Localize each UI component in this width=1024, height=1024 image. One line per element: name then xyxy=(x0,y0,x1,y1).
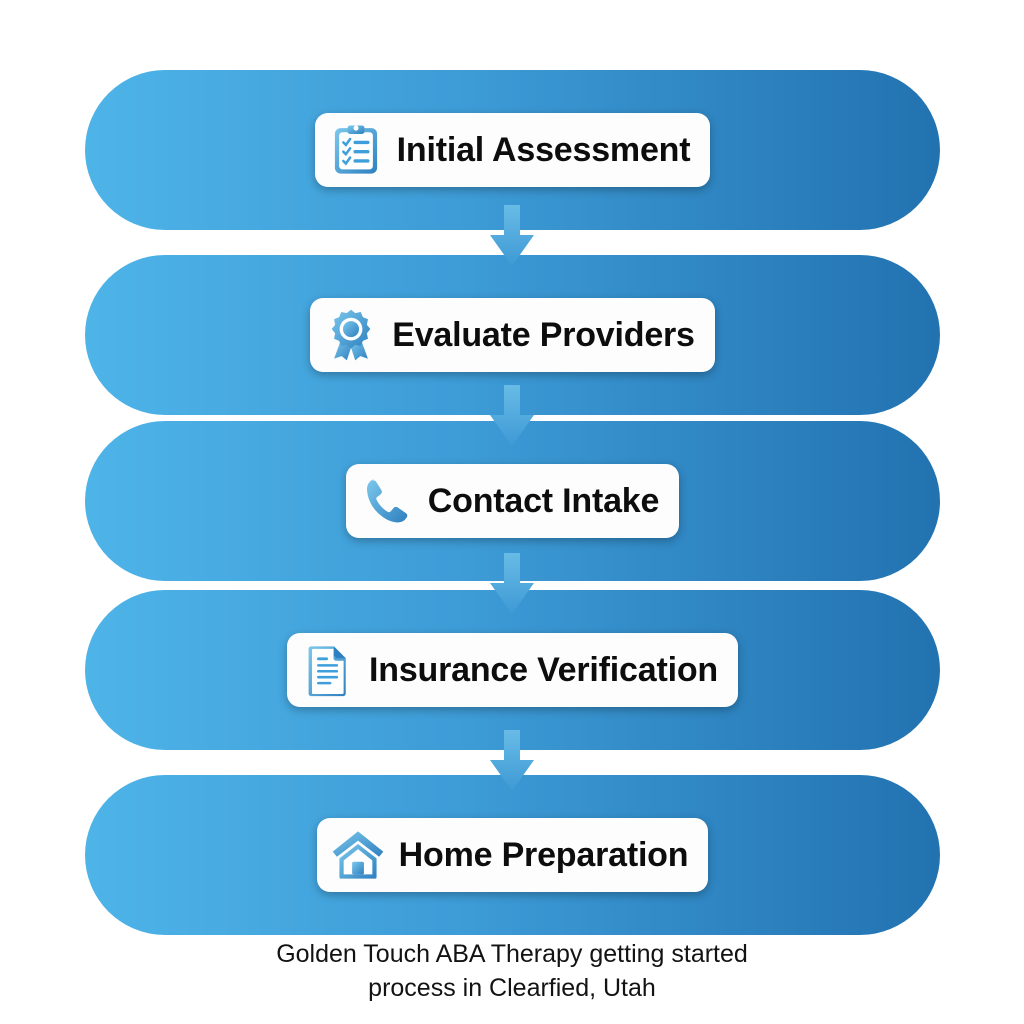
step-label-chip[interactable]: Insurance Verification xyxy=(287,633,738,707)
step-label-text: Contact Intake xyxy=(427,482,660,520)
caption-line-1: Golden Touch ABA Therapy getting started xyxy=(276,940,748,968)
step-label-text: Evaluate Providers xyxy=(392,316,695,354)
document-page-icon xyxy=(308,646,346,697)
clipboard-checklist-icon xyxy=(334,125,377,174)
process-step-1[interactable]: Initial Assessment xyxy=(85,70,940,230)
process-step-2[interactable]: Evaluate Providers xyxy=(85,255,940,415)
process-step-4[interactable]: Insurance Verification xyxy=(85,590,940,750)
step-label-chip[interactable]: Evaluate Providers xyxy=(310,298,715,372)
down-arrow-icon xyxy=(490,553,534,614)
step-label-chip[interactable]: Contact Intake xyxy=(345,464,680,538)
caption-line-2: process in Clearfied, Utah xyxy=(368,973,656,1002)
down-arrow-icon xyxy=(490,205,534,266)
step-label-text: Home Preparation xyxy=(398,836,689,874)
step-label-chip[interactable]: Home Preparation xyxy=(316,818,709,892)
down-arrow-icon xyxy=(490,385,534,446)
house-icon xyxy=(332,831,383,879)
step-label-chip[interactable]: Initial Assessment xyxy=(314,113,711,187)
diagram-caption: Golden Touch ABA Therapy getting started… xyxy=(0,938,1024,1006)
down-arrow-icon xyxy=(490,730,534,791)
step-label-text: Insurance Verification xyxy=(369,651,718,689)
process-step-5[interactable]: Home Preparation xyxy=(85,775,940,935)
process-flow: Initial Assessment Evaluate Providers xyxy=(85,70,940,935)
telephone-handset-icon xyxy=(366,479,408,523)
step-label-text: Initial Assessment xyxy=(396,131,691,169)
award-ribbon-icon xyxy=(331,309,371,361)
